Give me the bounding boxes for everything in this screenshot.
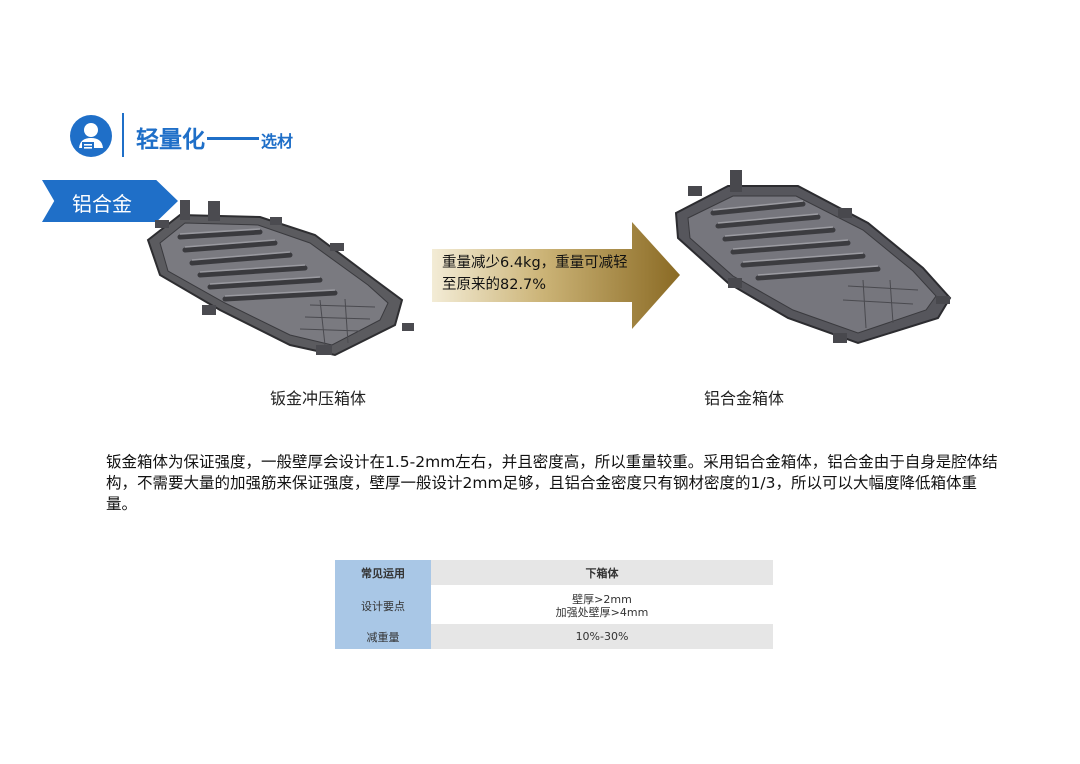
section-tag — [42, 180, 178, 222]
caption-sheet-metal-tray: 钣金冲压箱体 — [270, 389, 367, 408]
logo-icon — [70, 115, 112, 157]
table-row-label: 减重量 — [335, 624, 431, 649]
page-title: 轻量化 选材 — [136, 120, 293, 154]
description-paragraph: 钣金箱体为保证强度，一般壁厚会设计在1.5-2mm左右，并且密度高，所以重量较重… — [106, 453, 998, 513]
table-row-value: 壁厚>2mm 加强处壁厚>4mm — [431, 588, 773, 624]
header-divider — [122, 113, 124, 157]
title-dash — [207, 137, 259, 140]
table-gap — [335, 585, 773, 588]
table-value-line1: 壁厚>2mm — [572, 593, 632, 606]
table-row-label: 设计要点 — [335, 588, 431, 624]
page-title-sub: 选材 — [261, 132, 294, 151]
caption-aluminum-tray: 铝合金箱体 — [704, 389, 785, 408]
section-tag-label: 铝合金 — [72, 192, 132, 216]
weight-reduction-arrow — [432, 222, 680, 329]
table-header-row: 常见运用 下箱体 — [335, 560, 773, 585]
aluminum-tray-image — [668, 168, 958, 352]
table-header-value: 下箱体 — [431, 560, 773, 585]
weight-reduction-text: 重量减少6.4kg，重量可减轻至原来的82.7% — [442, 255, 628, 293]
table-value-line2: 加强处壁厚>4mm — [555, 606, 649, 619]
table-row: 设计要点 壁厚>2mm 加强处壁厚>4mm — [335, 588, 773, 624]
spec-table: 常见运用 下箱体 设计要点 壁厚>2mm 加强处壁厚>4mm 减重量 10%-3… — [335, 560, 773, 649]
sheet-metal-tray-image — [140, 195, 420, 369]
page-title-main: 轻量化 — [136, 127, 205, 153]
table-row-value: 10%-30% — [431, 624, 773, 649]
table-header-label: 常见运用 — [335, 560, 431, 585]
table-row: 减重量 10%-30% — [335, 624, 773, 649]
